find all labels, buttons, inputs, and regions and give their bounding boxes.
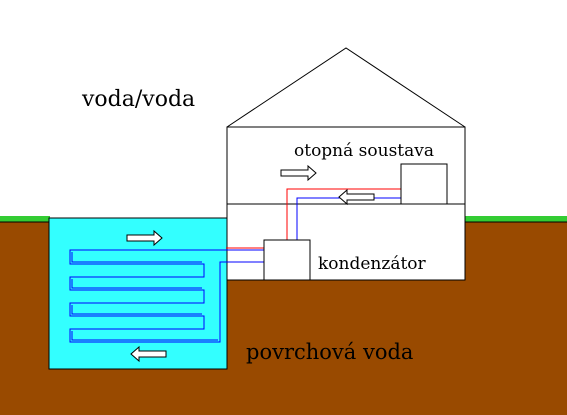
collector-loop-inner xyxy=(71,252,218,341)
grass-left xyxy=(0,216,50,222)
arrow-right-icon xyxy=(280,164,317,182)
water-body xyxy=(48,217,228,370)
heating-system-label: otopná soustava xyxy=(294,141,434,161)
arrow-left-icon xyxy=(130,345,167,363)
heating-supply-pipe xyxy=(286,188,401,240)
diagram-title: voda/voda xyxy=(81,87,195,112)
condenser-box xyxy=(263,239,311,281)
arrow-right-icon xyxy=(126,229,163,247)
grass-right xyxy=(463,216,567,222)
collector-loop xyxy=(69,249,264,343)
heating-system-box xyxy=(400,163,448,205)
surface-water-label: povrchová voda xyxy=(246,340,413,364)
condenser-label: kondenzátor xyxy=(318,254,427,274)
arrow-left-icon xyxy=(338,188,375,206)
house-roof xyxy=(226,47,466,128)
